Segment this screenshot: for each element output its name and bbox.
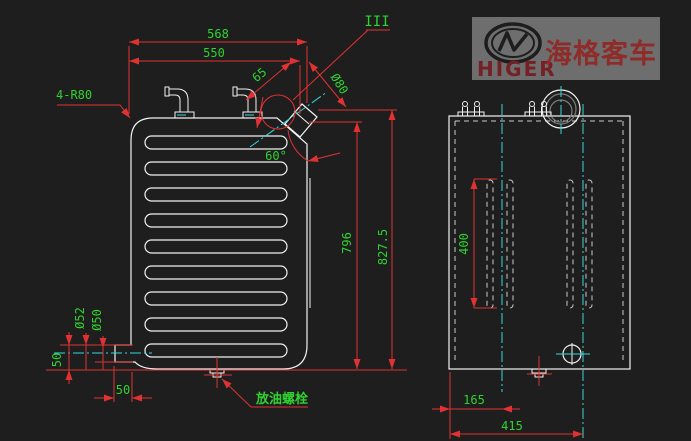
higer-emblem-icon xyxy=(484,22,542,64)
drain-note-label[interactable]: 放油螺栓 xyxy=(255,391,308,407)
dim-d50-label[interactable]: Ø50 xyxy=(90,309,104,331)
dim-796-label[interactable]: 796 xyxy=(340,232,354,254)
dim-60deg-label[interactable]: 60° xyxy=(265,149,287,163)
logo-brand-cn-text: 海格客车 xyxy=(545,38,657,70)
dim-827-label[interactable]: 827.5 xyxy=(376,229,390,265)
sensor-hole[interactable] xyxy=(556,343,590,365)
dim-415-label[interactable]: 415 xyxy=(501,419,523,433)
tank-outline[interactable] xyxy=(114,117,308,370)
dim-165-label[interactable]: 165 xyxy=(463,393,485,407)
logo-brand-text: HIGER xyxy=(477,57,557,81)
dim-d52-label[interactable]: Ø52 xyxy=(73,307,87,329)
dim-d80-label[interactable]: Ø80 xyxy=(328,71,351,97)
filler-cap-side[interactable] xyxy=(541,86,581,134)
baffle-slots[interactable] xyxy=(486,179,593,309)
dim-550-label[interactable]: 550 xyxy=(203,46,225,60)
side-view-dimensions[interactable]: 400 165 415 xyxy=(432,178,583,439)
dim-65-label[interactable]: 65 xyxy=(249,65,269,85)
front-view-dimensions[interactable]: 568 550 4-R80 65 Ø80 III 60° 796 827.5 xyxy=(46,14,407,408)
front-view[interactable] xyxy=(54,86,328,378)
brand-logo: HIGER 海格客车 xyxy=(472,17,660,81)
side-view[interactable] xyxy=(448,86,631,440)
logo-panel xyxy=(472,17,660,80)
dim-568-label[interactable]: 568 xyxy=(207,27,229,41)
tank-side-outline[interactable] xyxy=(448,115,631,370)
vent-fittings-2[interactable] xyxy=(524,101,552,117)
elbow-fitting-2[interactable] xyxy=(232,86,263,119)
dim-50h-label[interactable]: 50 xyxy=(116,383,130,397)
detail-circle xyxy=(260,94,296,130)
elbow-fitting-1[interactable] xyxy=(164,86,195,119)
dim-4r80-label[interactable]: 4-R80 xyxy=(56,88,92,102)
dim-50v-label[interactable]: 50 xyxy=(50,353,64,367)
vent-fittings-1[interactable] xyxy=(457,101,485,117)
rib-pattern[interactable] xyxy=(144,135,288,358)
dim-400-label[interactable]: 400 xyxy=(457,233,471,255)
filler-neck[interactable] xyxy=(249,91,328,148)
section-mark-label[interactable]: III xyxy=(364,14,389,30)
